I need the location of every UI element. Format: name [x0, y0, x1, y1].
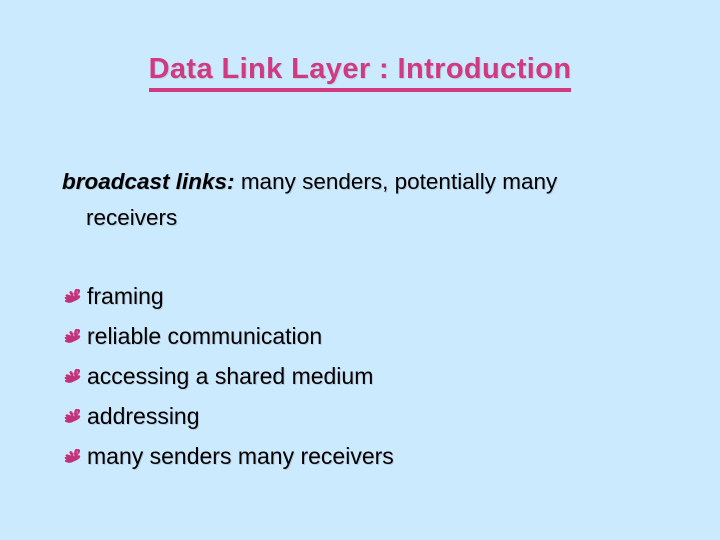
intro-description: many senders, potentially many receivers — [86, 169, 558, 230]
list-item-label: many senders many receivers — [87, 443, 394, 469]
pointing-hand-bullet-icon — [62, 325, 86, 349]
list-item: accessing a shared medium — [62, 356, 662, 396]
list-item: many senders many receivers — [62, 436, 662, 476]
feature-bullet-list: framing reliable communication acces — [62, 276, 662, 476]
pointing-hand-bullet-icon — [62, 405, 86, 429]
list-item-label: accessing a shared medium — [87, 363, 374, 389]
title-block: Data Link Layer : Introduction — [0, 52, 720, 92]
intro-paragraph: broadcast links: many senders, potential… — [62, 164, 622, 236]
list-item-label: addressing — [87, 403, 200, 429]
list-item: reliable communication — [62, 316, 662, 356]
page-title: Data Link Layer : Introduction — [148, 52, 572, 92]
intro-lead-term: broadcast links: — [62, 169, 235, 194]
pointing-hand-bullet-icon — [62, 285, 86, 309]
list-item: addressing — [62, 396, 662, 436]
pointing-hand-bullet-icon — [62, 365, 86, 389]
list-item-label: framing — [87, 283, 164, 309]
pointing-hand-bullet-icon — [62, 445, 86, 469]
list-item-label: reliable communication — [87, 323, 323, 349]
list-item: framing — [62, 276, 662, 316]
